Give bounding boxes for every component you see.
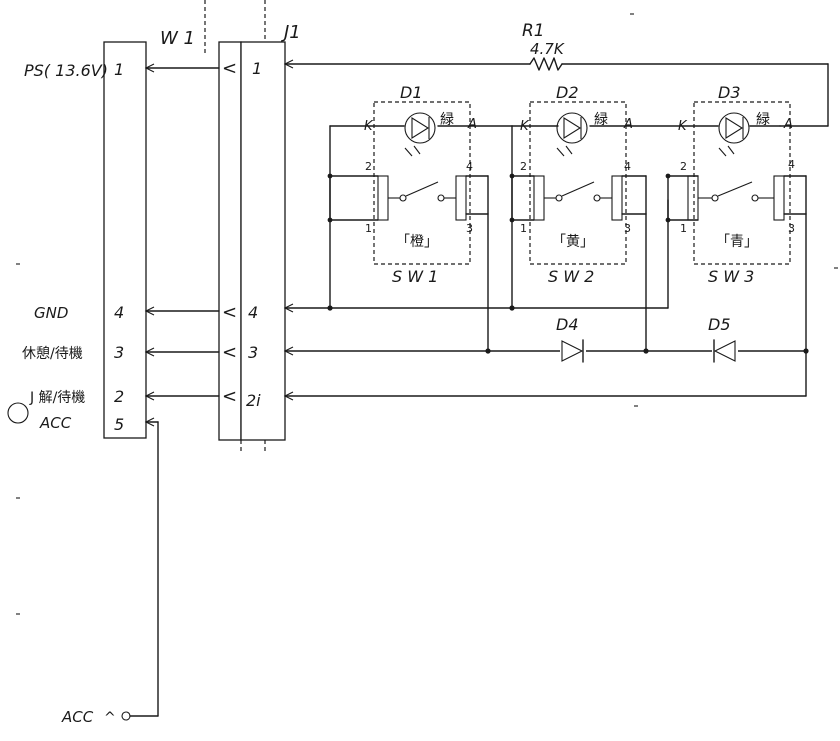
ps-pin-3: 3 (114, 343, 124, 362)
w1-label: W 1 (160, 28, 195, 49)
switch-module-1 (329, 101, 513, 265)
d2-k-label: K (520, 119, 530, 134)
sw3-color-label: 「青」 (716, 234, 758, 250)
d3-k-label: K (678, 119, 688, 134)
sw1-color-label: 「橙」 (396, 234, 438, 250)
r1-resistor (529, 57, 563, 71)
ps-connector-block (103, 41, 147, 439)
d2-a-label: A (623, 117, 633, 132)
sw3-pin-3: 3 (788, 222, 795, 235)
gnd-pin-label: GND (34, 304, 68, 322)
sw2-pin-4: 4 (624, 160, 631, 173)
diode-d4 (560, 339, 586, 363)
sw2-pin-1: 1 (520, 222, 527, 235)
switch-module-3 (667, 101, 807, 265)
w1-connector-block (218, 41, 242, 441)
d5-label: D5 (708, 315, 731, 334)
ps-pin-4: 4 (114, 303, 124, 322)
j1-pin-3: 3 (248, 343, 258, 362)
j1-pin-1: 1 (252, 59, 262, 78)
acc-pin-label: ACC (39, 414, 72, 432)
d2-color: 緑 (594, 112, 608, 128)
r1-label: R1 (522, 21, 545, 41)
switch-module-2 (511, 101, 681, 265)
rest-standby-label: 休憩/待機 (22, 345, 83, 362)
sw3-pin-4: 4 (788, 158, 795, 171)
harness-wires (129, 63, 220, 717)
sw2-pin-3: 3 (624, 222, 631, 235)
sw2-pin-2: 2 (520, 160, 527, 173)
w1-mark-3: < (222, 342, 237, 363)
d1-k-label: K (364, 119, 374, 134)
j1-pin-4: 4 (248, 303, 258, 322)
diode-d5 (712, 339, 738, 363)
ps-pin-label: PS( 13.6V) (24, 61, 108, 80)
sw3-pin-1: 1 (680, 222, 687, 235)
acc-input-label: ACC (61, 708, 94, 726)
d3-a-label: A (783, 117, 793, 132)
junction-dots (327, 173, 809, 354)
ps-pin-2: 2 (114, 387, 124, 406)
d1-color: 緑 (440, 112, 454, 128)
d1-a-label: A (467, 117, 477, 132)
j1-connector-block (240, 41, 286, 441)
d1-label: D1 (400, 83, 423, 102)
d3-color: 緑 (756, 112, 770, 128)
ps-pin-5: 5 (114, 415, 124, 434)
w1-mark-4: < (222, 302, 237, 323)
sw2-label: S W 2 (548, 267, 594, 286)
acc-input-terminal (121, 711, 131, 721)
margin-ticks (16, 13, 838, 615)
sw1-label: S W 1 (392, 267, 438, 286)
w1-mark-1: < (222, 58, 237, 79)
sw1-pin-3: 3 (466, 222, 473, 235)
j1-label: J1 (281, 22, 301, 43)
sw3-label: S W 3 (708, 267, 754, 286)
sw2-color-label: 「黄」 (552, 233, 594, 250)
d2-label: D2 (556, 83, 579, 102)
acc-input-caret: ^ (104, 710, 116, 726)
j1-pin-2: 2i (246, 391, 261, 410)
sw1-pin-1: 1 (365, 222, 372, 235)
sw1-pin-2: 2 (365, 160, 372, 173)
w1-mark-2: < (222, 386, 237, 407)
ps-pin-1: 1 (114, 60, 124, 79)
r1-value: 4.7K (530, 40, 565, 58)
d3-label: D3 (718, 83, 741, 102)
sw3-pin-2: 2 (680, 160, 687, 173)
release-standby-label: J 解/待機 (29, 390, 85, 406)
d4-label: D4 (556, 315, 579, 334)
punch-hole (7, 402, 29, 424)
sw1-pin-4: 4 (466, 160, 473, 173)
